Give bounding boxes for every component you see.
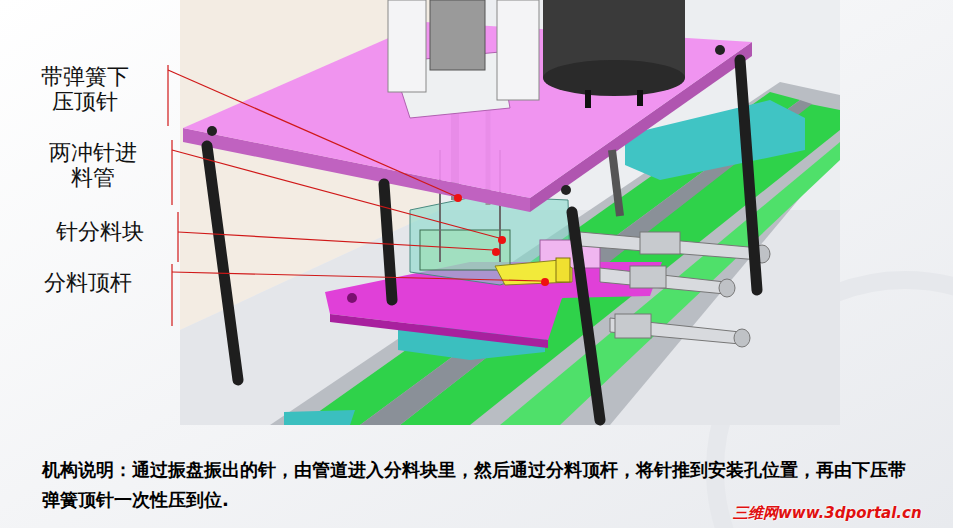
watermark: 三维网www.3dportal.cn <box>733 504 922 523</box>
illustration-rect <box>640 232 680 254</box>
illustration-circle <box>454 194 462 202</box>
illustration-rect <box>180 0 840 425</box>
illustration-g <box>454 194 549 286</box>
illustration-circle <box>207 126 217 136</box>
illustration-rect <box>388 0 426 92</box>
illustration-line <box>612 150 620 216</box>
part-label: 两冲针进 料管 <box>46 140 140 191</box>
illustration-line <box>172 272 541 281</box>
illustration-line <box>572 212 600 420</box>
part-label: 针分料块 <box>56 219 144 244</box>
illustration-line <box>167 65 168 126</box>
illustration-g <box>580 232 770 347</box>
illustration-line <box>177 212 178 262</box>
part-label: 带弹簧下 压顶针 <box>38 64 132 115</box>
illustration-circle <box>541 278 549 286</box>
illustration-line <box>585 90 591 108</box>
illustration-line <box>178 232 493 250</box>
illustration-g <box>207 60 757 420</box>
illustration-ellipse <box>543 60 685 96</box>
illustration-line <box>384 184 392 300</box>
illustration-circle <box>347 293 357 303</box>
illustration-circle <box>715 45 725 55</box>
illustration-circle <box>492 248 500 256</box>
illustration-line <box>172 150 499 238</box>
illustration-circle <box>498 236 506 244</box>
illustration-polygon <box>580 232 760 260</box>
illustration-line <box>171 264 172 326</box>
illustration-line <box>168 70 455 196</box>
illustration-line <box>207 146 238 380</box>
illustration-line <box>637 90 643 106</box>
illustration-rect <box>497 0 539 100</box>
illustration-polygon <box>284 410 355 425</box>
illustration-ellipse <box>734 329 750 347</box>
illustration-rect <box>630 266 666 288</box>
mechanism-caption: 机构说明：通过振盘振出的针，由管道进入分料块里，然后通过分料顶杆，将针推到安装孔… <box>42 455 913 515</box>
illustration-polygon <box>330 314 548 348</box>
illustration-rect <box>430 0 485 70</box>
part-label: 分料顶杆 <box>44 270 132 295</box>
illustration-ellipse <box>719 279 735 297</box>
illustration-line <box>740 60 757 290</box>
illustration-rect <box>615 314 651 338</box>
illustration-rect <box>420 230 510 270</box>
illustration-circle <box>561 185 571 195</box>
illustration-rect <box>556 258 570 282</box>
illustration-g <box>168 65 541 326</box>
